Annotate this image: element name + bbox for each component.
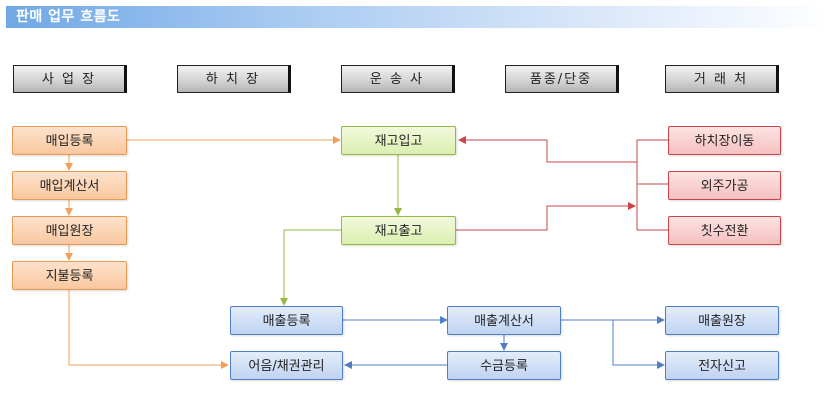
node-purchase-ledger: 매입원장 (12, 216, 127, 245)
arrow-stockout-to-sales (280, 229, 341, 306)
node-e-report: 전자신고 (665, 351, 779, 380)
node-payment-register: 지불등록 (12, 261, 127, 290)
header-product: 품종/단중 (505, 65, 619, 93)
arrow-invoice-to-ereport (612, 320, 665, 369)
node-purchase-register: 매입등록 (12, 126, 127, 155)
arrow-stockout-to-client (456, 202, 636, 231)
header-warehouse: 하 치 장 (177, 65, 291, 93)
node-collection-register: 수금등록 (447, 351, 561, 380)
arrow-client-to-stockin (458, 136, 668, 163)
header-client: 거 래 처 (665, 65, 779, 93)
title-bar (6, 6, 830, 28)
header-transport: 운 송 사 (341, 65, 455, 93)
node-stock-out: 재고출고 (341, 216, 456, 245)
node-warehouse-move: 하치장이동 (668, 126, 781, 155)
node-sales-ledger: 매출원장 (665, 306, 779, 335)
node-dimension-change: 칫수전환 (668, 216, 781, 245)
node-note-receivable: 어음/채권관리 (230, 351, 343, 380)
node-outsourcing: 외주가공 (668, 171, 781, 200)
node-sales-register: 매출등록 (230, 306, 343, 335)
node-stock-in: 재고입고 (341, 126, 456, 155)
arrow-payment-to-notes (68, 289, 229, 369)
page-title: 판매 업무 흐름도 (16, 9, 121, 25)
header-business: 사 업 장 (13, 65, 127, 93)
node-sales-invoice: 매출계산서 (447, 306, 561, 335)
node-purchase-invoice: 매입계산서 (12, 171, 127, 200)
